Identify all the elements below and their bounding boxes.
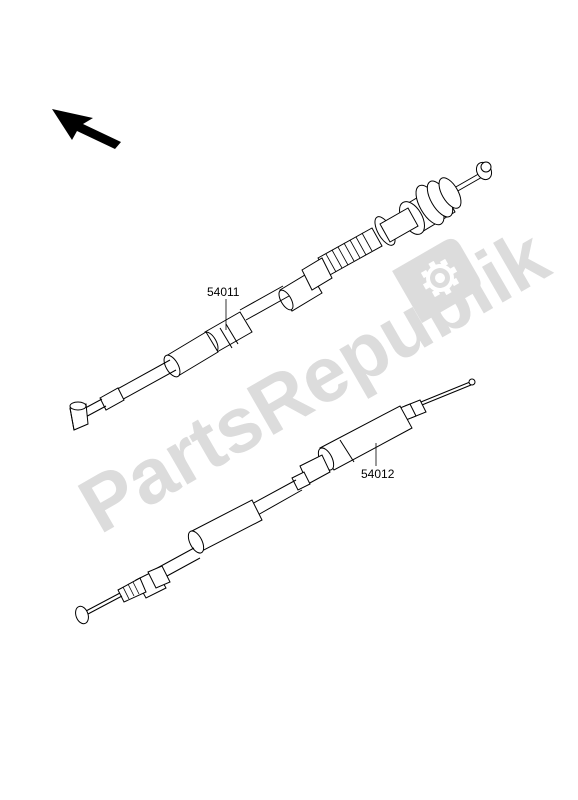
front-direction-arrow-icon xyxy=(52,109,121,149)
gear-icon xyxy=(392,238,481,323)
watermark: PartsRepublik xyxy=(65,211,564,550)
cable-54011 xyxy=(69,161,493,431)
cable-54012 xyxy=(75,378,476,625)
part-number-54011: 54011 xyxy=(207,285,240,299)
part-number-54012: 54012 xyxy=(361,467,395,481)
leader-lines xyxy=(225,299,377,466)
watermark-text: PartsRepublik xyxy=(65,211,564,550)
